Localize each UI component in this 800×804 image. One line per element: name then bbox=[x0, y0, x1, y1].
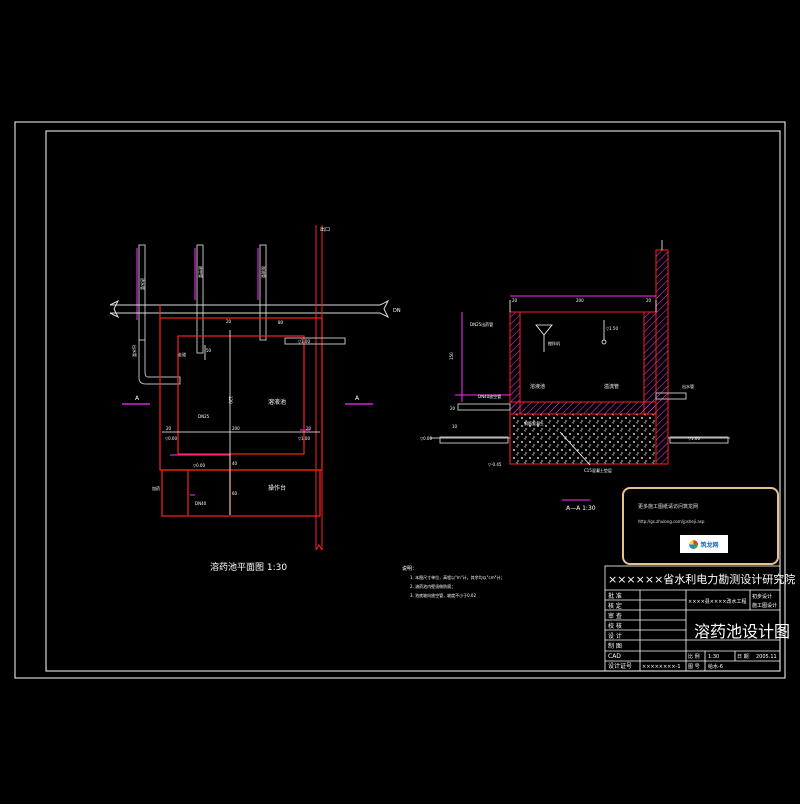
tb-row-6: CAD bbox=[608, 653, 621, 660]
plan-section-marker-left: A bbox=[135, 395, 140, 402]
tb-drawing-no-value: 给水-6 bbox=[708, 663, 723, 670]
plan-elev-0: ▽1.00 bbox=[298, 339, 310, 344]
plan-small-label-0: 加药 bbox=[152, 485, 160, 491]
tb-project: ××××县××××改水工程 bbox=[688, 598, 747, 605]
title-block bbox=[604, 565, 781, 672]
plan-dim-7: 60 bbox=[232, 491, 238, 496]
tb-row-2: 审 查 bbox=[608, 612, 622, 620]
plan-small-label-3: 走道 bbox=[178, 351, 186, 357]
section-label-7: 出水管 bbox=[682, 383, 694, 389]
tb-institute: ××××××省水利电力勘测设计研究院 bbox=[608, 572, 795, 586]
plan-dim-1: 80 bbox=[278, 320, 284, 325]
section-elev-0: ▽1.50 bbox=[606, 326, 618, 331]
logo-icon bbox=[689, 539, 699, 549]
section-title: A—A 1:30 bbox=[566, 505, 596, 512]
section-elev-1: ▽0.00 bbox=[420, 436, 432, 441]
section-dim-1: 200 bbox=[576, 298, 584, 303]
watermark-box[interactable]: 更多施工图纸请访问筑龙网 http://gs.zhulong.com/jpshe… bbox=[622, 487, 779, 565]
notes: 说明： 1. 本图尺寸单位，高程以"m"计，其余均以"cm"计； 2. 溶药池内… bbox=[402, 565, 504, 598]
watermark-url[interactable]: http://gs.zhulong.com/jpsheji.asp bbox=[638, 519, 705, 524]
tb-date-value: 2005.11 bbox=[756, 654, 777, 660]
plan-elev-3: ▽0.00 bbox=[193, 463, 205, 468]
outer-frame bbox=[14, 121, 786, 679]
section-elev-3: ▽1.00 bbox=[688, 436, 700, 441]
tb-scale-label: 比 例 bbox=[688, 653, 700, 660]
tb-phase-2: 施工图设计 bbox=[752, 602, 777, 609]
section-dim-0: 20 bbox=[512, 298, 518, 303]
section-label-0: 溶液池 bbox=[530, 383, 545, 390]
plan-dim-3: 200 bbox=[232, 426, 240, 431]
tb-row-0: 批 准 bbox=[608, 592, 622, 600]
section-label-2: 搅拌机 bbox=[548, 340, 560, 346]
tb-drawing-no-label: 图 号 bbox=[688, 664, 700, 670]
plan-elev-2: ▽0.00 bbox=[165, 436, 177, 441]
svg-text:DN: DN bbox=[393, 308, 401, 314]
tb-phase-1: 初步设计 bbox=[752, 593, 772, 600]
section-view: A—A 1:30 溶液池 溢流管 搅拌机 DN40放空管 DN25出药管 钢筋混… bbox=[420, 240, 730, 512]
tb-row-1: 核 定 bbox=[608, 602, 622, 610]
plan-pipe-label-3: 溢流管 bbox=[261, 266, 267, 278]
plan-dim-0: 20 bbox=[226, 319, 232, 324]
plan-pipe-label-4: 出水管 bbox=[132, 345, 138, 357]
plan-pipe-label-2: 放空管 bbox=[198, 266, 204, 278]
watermark-logo-text: 筑龙网 bbox=[700, 541, 719, 549]
plan-elev-1: ▽1.00 bbox=[298, 436, 310, 441]
notes-line-3: 3. 池底坡向放空管，坡度不小于0.02 bbox=[410, 592, 476, 598]
section-label-3: DN40放空管 bbox=[478, 393, 501, 399]
plan-title: 溶药池平面图 1:30 bbox=[210, 561, 287, 573]
plan-tank-label: 溶液池 bbox=[268, 398, 286, 406]
plan-small-label-1: DN25 bbox=[198, 414, 210, 419]
svg-text:出口: 出口 bbox=[320, 226, 330, 233]
plan-view: 出口 DN 溶药池平面图 1:30 溶液池 操作台 A A 进水管 放空管 溢流… bbox=[109, 225, 401, 573]
section-label-6: C15混凝土垫层 bbox=[584, 467, 612, 473]
section-elev-2: ▽-0.45 bbox=[488, 462, 502, 467]
tb-row-4: 设 计 bbox=[608, 632, 622, 640]
plan-dim-6: 40 bbox=[232, 461, 238, 466]
plan-platform-label: 操作台 bbox=[268, 484, 286, 492]
inner-frame bbox=[45, 130, 781, 672]
plan-dim-2: 50 bbox=[206, 348, 212, 353]
tb-date-label: 日 期 bbox=[737, 654, 749, 660]
section-label-4: DN25出药管 bbox=[470, 321, 493, 327]
plan-dim-4: 20 bbox=[166, 426, 172, 431]
section-dim-3: 150 bbox=[449, 352, 454, 360]
plan-dim-5: 20 bbox=[306, 426, 312, 431]
notes-line-2: 2. 溶药池内壁须做防腐； bbox=[410, 583, 455, 589]
tb-row-3: 校 核 bbox=[608, 622, 622, 630]
tb-cert-no: ××××××××-1 bbox=[642, 664, 681, 670]
plan-dim-8: 120 bbox=[228, 396, 233, 404]
tb-drawing-title: 溶药池设计图 bbox=[694, 622, 790, 641]
section-dim-4: 20 bbox=[450, 406, 456, 411]
notes-heading: 说明： bbox=[402, 565, 417, 572]
section-label-1: 溢流管 bbox=[604, 383, 619, 390]
plan-small-label-2: DN40 bbox=[195, 501, 207, 506]
plan-pipe-label-1: 进水管 bbox=[140, 278, 146, 290]
notes-line-1: 1. 本图尺寸单位，高程以"m"计，其余均以"cm"计； bbox=[410, 574, 504, 580]
plan-section-marker-right: A bbox=[355, 395, 360, 402]
watermark-text: 更多施工图纸请访问筑龙网 bbox=[638, 504, 699, 510]
tb-scale-value: 1:30 bbox=[708, 654, 719, 660]
watermark-logo: 筑龙网 bbox=[680, 535, 728, 553]
section-label-5: 钢筋混凝土 bbox=[524, 420, 544, 426]
section-dim-2: 20 bbox=[646, 298, 652, 303]
tb-row-5: 制 图 bbox=[608, 642, 622, 650]
tb-row-7: 设计证号 bbox=[608, 662, 632, 670]
section-dim-5: 10 bbox=[452, 424, 458, 429]
